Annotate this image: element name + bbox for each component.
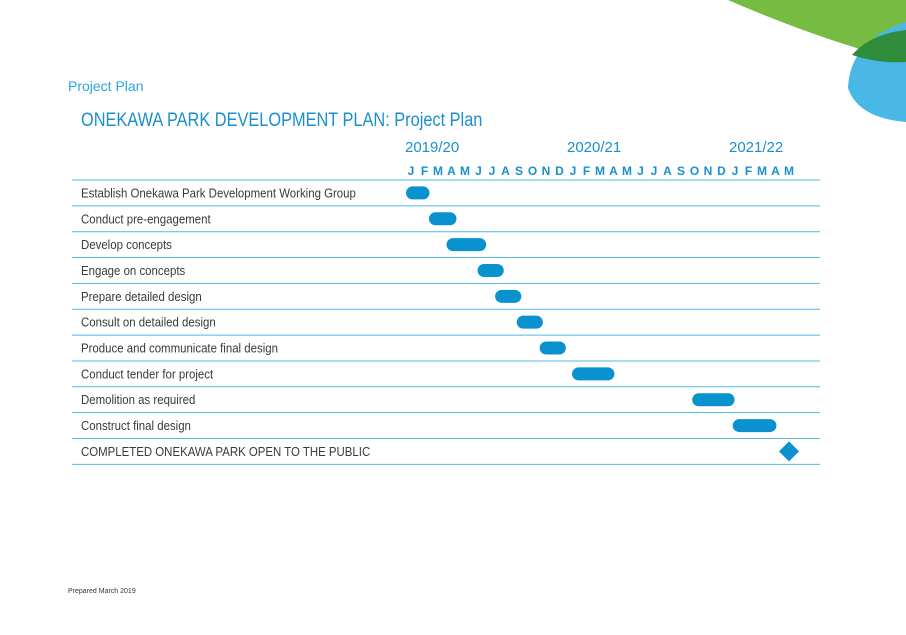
month-tick-label: S: [515, 164, 523, 178]
task-bar: [406, 186, 430, 200]
task-label: Construct final design: [81, 418, 191, 433]
month-tick-label: A: [663, 164, 672, 178]
month-tick-label: N: [704, 164, 713, 178]
task-bar: [477, 263, 504, 277]
milestone-diamond: [779, 441, 799, 462]
month-tick-label: F: [745, 164, 752, 178]
chart-title: ONEKAWA PARK DEVELOPMENT PLAN: Project P…: [81, 110, 483, 131]
page-label: Project Plan: [68, 78, 144, 94]
task-bar: [732, 419, 777, 433]
month-tick-label: J: [732, 164, 739, 178]
month-tick-label: O: [690, 164, 699, 178]
month-tick-label: A: [501, 164, 510, 178]
task-bar: [539, 341, 566, 355]
month-tick-label: M: [622, 164, 632, 178]
month-tick-label: F: [421, 164, 428, 178]
prepared-date-footer: Prepared March 2019: [68, 588, 136, 595]
month-tick-label: N: [542, 164, 551, 178]
task-bar: [428, 212, 457, 226]
task-label: Conduct tender for project: [81, 367, 214, 382]
task-label: Conduct pre-engagement: [81, 212, 211, 227]
month-tick-label: D: [555, 164, 564, 178]
month-tick-label: A: [609, 164, 618, 178]
task-bar: [572, 367, 615, 381]
task-label: COMPLETED ONEKAWA PARK OPEN TO THE PUBLI…: [81, 444, 370, 459]
month-tick-label: J: [637, 164, 644, 178]
month-tick-label: A: [447, 164, 456, 178]
month-tick-label: J: [489, 164, 496, 178]
task-label: Develop concepts: [81, 237, 172, 252]
month-tick-label: M: [460, 164, 470, 178]
task-label: Prepare detailed design: [81, 289, 202, 304]
task-bar: [495, 289, 522, 303]
task-bar: [692, 393, 735, 407]
month-tick-label: M: [595, 164, 605, 178]
month-tick-label: O: [528, 164, 537, 178]
month-tick-label: J: [475, 164, 482, 178]
task-label: Demolition as required: [81, 393, 196, 408]
dark-green-overlap-shape: [852, 30, 906, 63]
task-label: Consult on detailed design: [81, 315, 216, 330]
month-tick-label: D: [717, 164, 726, 178]
task-label: Engage on concepts: [81, 263, 185, 278]
task-bar: [516, 315, 543, 329]
task-label: Establish Onekawa Park Development Worki…: [81, 186, 356, 201]
year-label: 2019/20: [405, 139, 459, 156]
month-tick-label: J: [651, 164, 658, 178]
month-tick-label: J: [408, 164, 415, 178]
month-tick-label: J: [570, 164, 577, 178]
year-label: 2020/21: [567, 139, 621, 156]
task-label: Produce and communicate final design: [81, 341, 278, 356]
month-tick-label: A: [771, 164, 780, 178]
month-tick-label: M: [433, 164, 443, 178]
task-bar: [446, 238, 487, 252]
month-tick-label: M: [784, 164, 794, 178]
month-tick-label: S: [677, 164, 685, 178]
month-tick-label: F: [583, 164, 590, 178]
year-label: 2021/22: [729, 139, 783, 156]
month-tick-label: M: [757, 164, 767, 178]
